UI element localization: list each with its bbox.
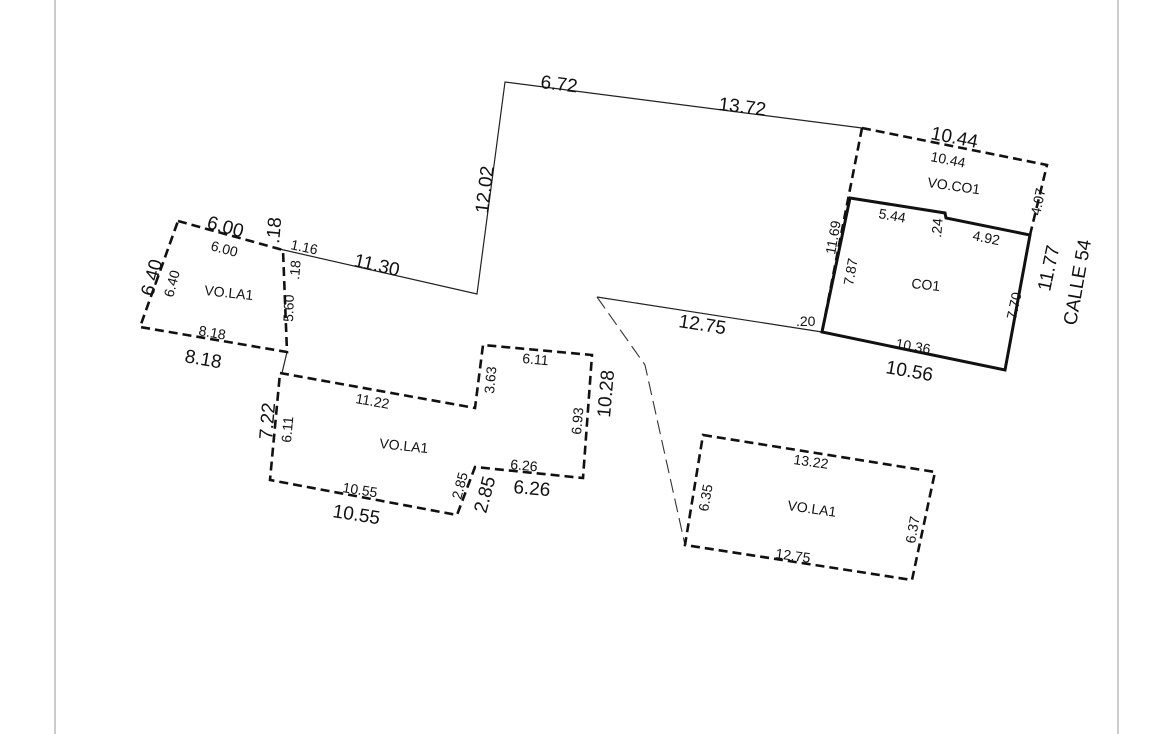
dim-label: 13.22 <box>793 451 830 472</box>
dim-label: 3.63 <box>481 366 499 395</box>
dim-label: 7.87 <box>840 257 861 287</box>
property-boundary-south <box>596 296 823 333</box>
dim-label: 2.85 <box>448 470 471 501</box>
dim-label: 4.92 <box>971 227 1001 248</box>
co1-polygon <box>820 196 1032 372</box>
dim-label: 11.77 <box>1034 244 1064 293</box>
dim-label: 10.56 <box>884 357 934 386</box>
dim-label: 7.22 <box>256 402 280 441</box>
dim-label: 10.44 <box>929 148 967 170</box>
dim-label: .20 <box>796 313 816 329</box>
dim-label: 6.26 <box>510 456 539 474</box>
area-label: VO.CO1 <box>927 174 982 197</box>
vo-la1-left-polygon <box>138 219 289 354</box>
dim-label: 4.07 <box>1027 186 1048 216</box>
area-label: VO.LA1 <box>379 435 430 456</box>
dim-label: 6.11 <box>522 350 550 368</box>
dim-label: 11.22 <box>354 390 390 412</box>
dim-label: 6.11 <box>278 416 296 444</box>
dim-label: 12.02 <box>472 165 499 215</box>
dim-label: 6.26 <box>513 477 552 501</box>
dim-label: 11.69 <box>822 219 844 255</box>
dim-label: 8.18 <box>197 322 227 343</box>
dim-label: 12.75 <box>677 311 727 339</box>
dim-label: 10.36 <box>894 335 931 357</box>
dim-label: 7.70 <box>1003 290 1024 320</box>
vo-co1-outline <box>861 126 1049 236</box>
dim-label: 6.00 <box>205 213 246 243</box>
vo-la1-mid-polygon <box>268 343 594 517</box>
vo-la1-right-polygon <box>683 433 937 582</box>
dim-label: 11.30 <box>352 250 402 281</box>
dim-label: .24 <box>928 217 946 238</box>
dim-label: 2.85 <box>471 474 501 515</box>
dim-label: .18 <box>286 259 304 280</box>
dim-label: 5.44 <box>877 205 907 226</box>
connector-line <box>281 351 288 374</box>
area-label: VO.LA1 <box>204 282 255 303</box>
dim-label: 13.72 <box>717 94 767 121</box>
dim-label: 6.00 <box>209 237 240 260</box>
dim-label: 10.28 <box>594 369 619 418</box>
area-label: CO1 <box>911 275 942 294</box>
dim-label: .18 <box>263 216 286 244</box>
property-boundary-north <box>274 81 863 295</box>
street-label: CALLE 54 <box>1060 237 1096 326</box>
dim-label: 6.93 <box>568 407 586 436</box>
dim-label: 1.16 <box>289 236 319 257</box>
dim-label: 10.55 <box>331 501 381 529</box>
dim-label: 12.75 <box>775 545 812 566</box>
dim-label: 8.18 <box>183 346 223 373</box>
dim-label: 5.60 <box>280 294 297 322</box>
dim-label: 6.40 <box>160 268 183 299</box>
area-label: VO.LA1 <box>787 497 838 520</box>
easement-line <box>596 296 686 546</box>
dim-label: 10.55 <box>342 479 379 500</box>
dim-label: 6.35 <box>695 483 716 513</box>
dim-label: 6.72 <box>539 72 578 97</box>
dim-label: 6.37 <box>902 515 923 545</box>
